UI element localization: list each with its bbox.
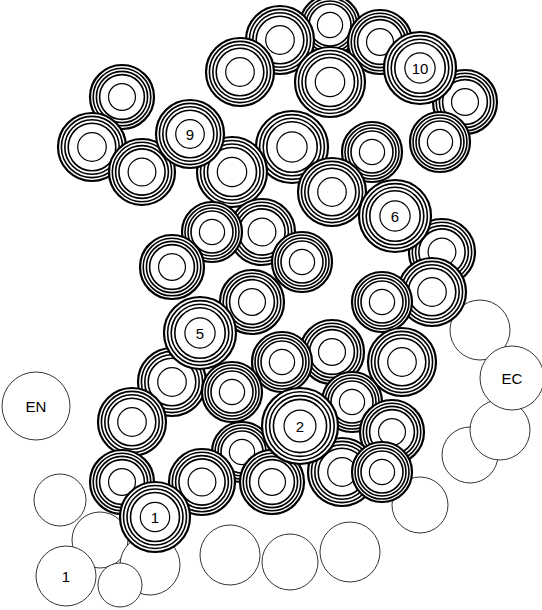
numbered-sphere: 1 bbox=[118, 480, 192, 554]
sphere-number: 6 bbox=[357, 209, 433, 224]
terminal-sphere: EC bbox=[478, 344, 542, 412]
shaded-sphere bbox=[352, 272, 412, 332]
sphere-number: 1 bbox=[118, 510, 192, 525]
shaded-sphere bbox=[295, 47, 365, 117]
numbered-sphere: 6 bbox=[357, 178, 433, 254]
shaded-sphere bbox=[298, 158, 366, 226]
sphere-number: 9 bbox=[154, 127, 226, 142]
sphere-number: EN bbox=[0, 399, 72, 414]
shaded-sphere bbox=[202, 362, 262, 422]
numbered-sphere: 10 bbox=[382, 30, 458, 106]
shaded-sphere bbox=[98, 388, 166, 456]
background-sphere bbox=[200, 525, 260, 585]
sphere-number: 1 bbox=[34, 569, 98, 584]
shaded-sphere bbox=[140, 235, 204, 299]
shaded-sphere bbox=[272, 232, 332, 292]
sphere-number: 2 bbox=[260, 419, 340, 434]
background-sphere bbox=[98, 563, 142, 607]
shaded-sphere bbox=[206, 38, 274, 106]
background-sphere bbox=[34, 474, 86, 526]
numbered-sphere: 9 bbox=[154, 98, 226, 170]
sphere-number: 10 bbox=[382, 61, 458, 76]
numbered-sphere: 2 bbox=[260, 386, 340, 466]
background-sphere bbox=[262, 534, 318, 590]
terminal-sphere: 1 bbox=[34, 544, 98, 608]
sphere-number: EC bbox=[478, 371, 542, 386]
terminal-sphere: EN bbox=[0, 370, 72, 442]
numbered-sphere: 5 bbox=[162, 295, 238, 371]
shaded-sphere bbox=[410, 112, 470, 172]
shaded-sphere bbox=[352, 442, 412, 502]
background-sphere bbox=[320, 522, 380, 582]
sphere-number: 5 bbox=[162, 326, 238, 341]
